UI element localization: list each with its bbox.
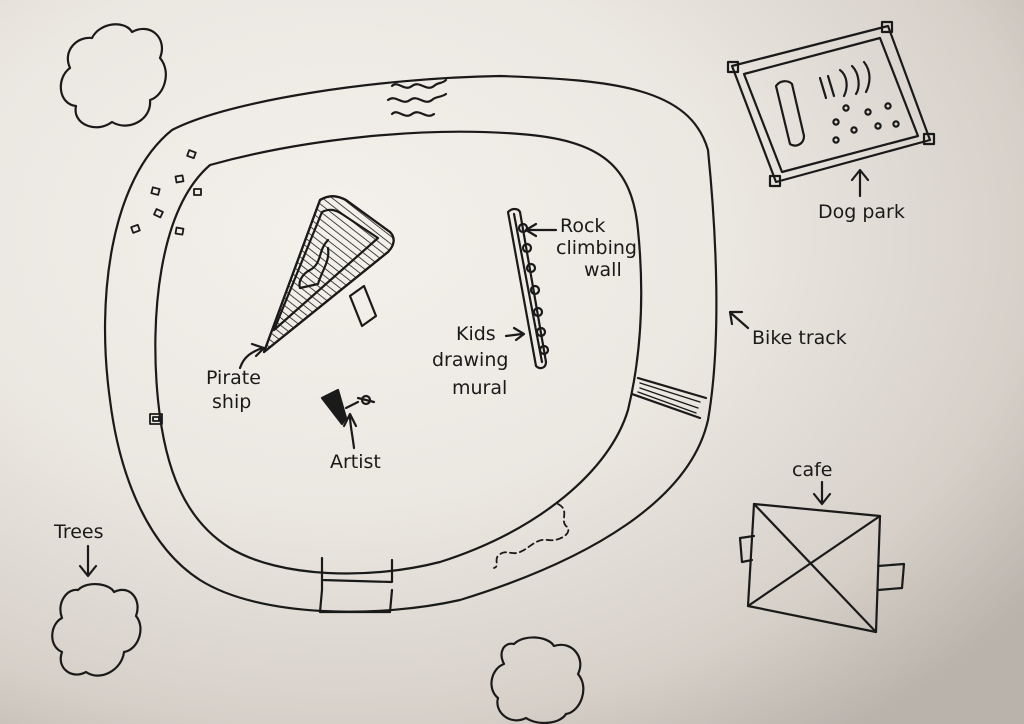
track-bridge-right bbox=[630, 376, 708, 420]
trash-bin-icon bbox=[149, 413, 163, 425]
rock-climbing-wall-icon bbox=[506, 207, 550, 370]
water-waves-icon bbox=[386, 78, 448, 117]
label-artist: Artist bbox=[330, 451, 381, 473]
label-kids-line1: Kids bbox=[456, 323, 496, 345]
arrow-artist bbox=[342, 412, 358, 450]
label-rock-line1: Rock bbox=[560, 215, 605, 237]
label-cafe: cafe bbox=[792, 459, 832, 481]
dirt-path-squiggle bbox=[493, 503, 570, 569]
label-kids-line2: drawing bbox=[432, 349, 508, 371]
label-dog-park: Dog park bbox=[818, 201, 905, 223]
label-pirate-line2: ship bbox=[212, 391, 251, 413]
label-kids-line3: mural bbox=[452, 377, 507, 399]
label-bike-track: Bike track bbox=[752, 327, 847, 349]
cafe-icon bbox=[738, 502, 906, 634]
tree-top-left bbox=[59, 23, 167, 129]
label-rock-line3: wall bbox=[584, 259, 622, 281]
artist-icon bbox=[320, 388, 376, 426]
bike-track-inner bbox=[154, 130, 643, 575]
stones-icon bbox=[130, 149, 202, 236]
dog-park-icon bbox=[726, 20, 936, 188]
track-crossing-bottom bbox=[318, 556, 394, 614]
arrow-cafe bbox=[812, 480, 832, 506]
arrow-bike-track bbox=[728, 310, 750, 330]
arrow-trees bbox=[78, 544, 98, 578]
arrow-kids-mural bbox=[504, 326, 526, 342]
pirate-ship-icon bbox=[262, 195, 395, 354]
arrow-pirate-ship bbox=[238, 342, 266, 370]
tree-bottom-center bbox=[490, 636, 585, 724]
label-trees: Trees bbox=[53, 521, 104, 543]
label-rock-line2: climbing bbox=[556, 237, 637, 259]
bike-track-outer bbox=[103, 74, 718, 613]
arrow-rock-wall bbox=[524, 222, 558, 238]
arrow-dog-park bbox=[850, 168, 870, 198]
label-pirate-line1: Pirate bbox=[206, 367, 261, 389]
tree-bottom-left bbox=[51, 583, 142, 677]
